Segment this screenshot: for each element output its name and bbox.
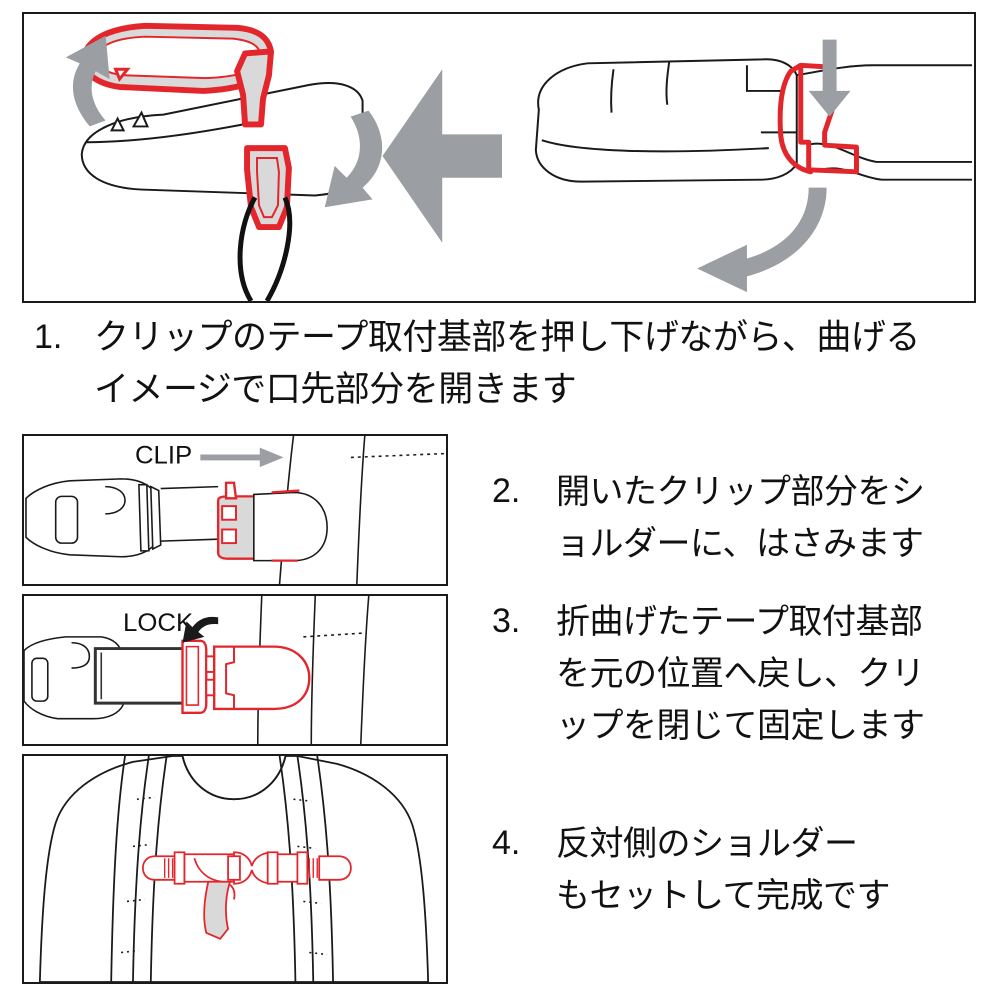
step-4: 4. 反対側のショルダー もセットして完成です xyxy=(492,818,992,922)
step-2: 2. 開いたクリップ部分をシ ョルダーに、はさみます xyxy=(492,466,992,570)
step-3-body: 折曲げたテープ取付基部 を元の位置へ戻し、クリ ップを閉じて固定します xyxy=(556,596,992,752)
base-swing-curved-arrow xyxy=(324,110,383,208)
side-release-buckle xyxy=(25,478,162,558)
press-down-arrow xyxy=(808,39,851,117)
step-1-line-1: クリップのテープ取付基部を押し下げながら、曲げる xyxy=(94,318,920,357)
step-4-number: 4. xyxy=(492,824,521,862)
step-1-line-2: イメージで口先部分を開きます xyxy=(94,370,577,409)
step-1: 1. クリップのテープ取付基部を押し下げながら、曲げる イメージで口先部分を開き… xyxy=(34,312,974,416)
bend-curved-arrow-right xyxy=(697,187,827,293)
step-2-line-1: 開いたクリップ部分をシ xyxy=(556,473,925,511)
step-1-number: 1. xyxy=(34,318,63,356)
clip-highlight xyxy=(216,481,328,562)
clip-label: CLIP xyxy=(135,441,192,469)
clip-highlight-locked xyxy=(181,639,311,715)
open-jaw-curved-arrow xyxy=(65,35,110,127)
step-4-body: 反対側のショルダー もセットして完成です xyxy=(556,818,992,922)
dark-webbing-strap xyxy=(93,647,188,705)
step-1-body: クリップのテープ取付基部を押し下げながら、曲げる イメージで口先部分を開きます xyxy=(94,312,974,416)
step-2-line-2: ョルダーに、はさみます xyxy=(556,525,924,563)
process-direction-arrow xyxy=(382,69,502,243)
step-4-line-2: もセットして完成です xyxy=(556,877,890,915)
step-4-line-1: 反対側のショルダー xyxy=(556,825,858,863)
step-3: 3. 折曲げたテープ取付基部 を元の位置へ戻し、クリ ップを閉じて固定します xyxy=(492,596,992,752)
step-3-line-2: を元の位置へ戻し、クリ xyxy=(556,655,925,693)
clip-direction-arrow xyxy=(200,447,284,468)
panel-completed-harness-diagram xyxy=(22,754,448,984)
webbing-strap xyxy=(160,485,219,542)
panel-clip-open-diagram xyxy=(22,12,976,303)
panel-clip-attach-diagram: CLIP xyxy=(22,434,448,586)
step-3-line-3: ップを閉じて固定します xyxy=(556,707,925,745)
opened-clip-scene xyxy=(80,22,364,301)
step-3-number: 3. xyxy=(492,602,521,640)
clip-open-illustration xyxy=(65,22,973,301)
step-2-number: 2. xyxy=(492,472,521,510)
closed-clip-scene xyxy=(534,58,973,183)
completed-harness-illustration xyxy=(38,756,430,982)
step-2-body: 開いたクリップ部分をシ ョルダーに、はさみます xyxy=(556,466,992,570)
panel-clip-lock-diagram: LOCK xyxy=(22,594,448,746)
lock-label: LOCK xyxy=(123,609,193,637)
lock-direction-arrow xyxy=(182,616,219,643)
chest-strap-assembly xyxy=(141,851,352,940)
step-3-line-1: 折曲げたテープ取付基部 xyxy=(556,603,923,641)
clip-attach-illustration: CLIP xyxy=(25,436,446,584)
clip-lock-illustration: LOCK xyxy=(24,596,370,744)
